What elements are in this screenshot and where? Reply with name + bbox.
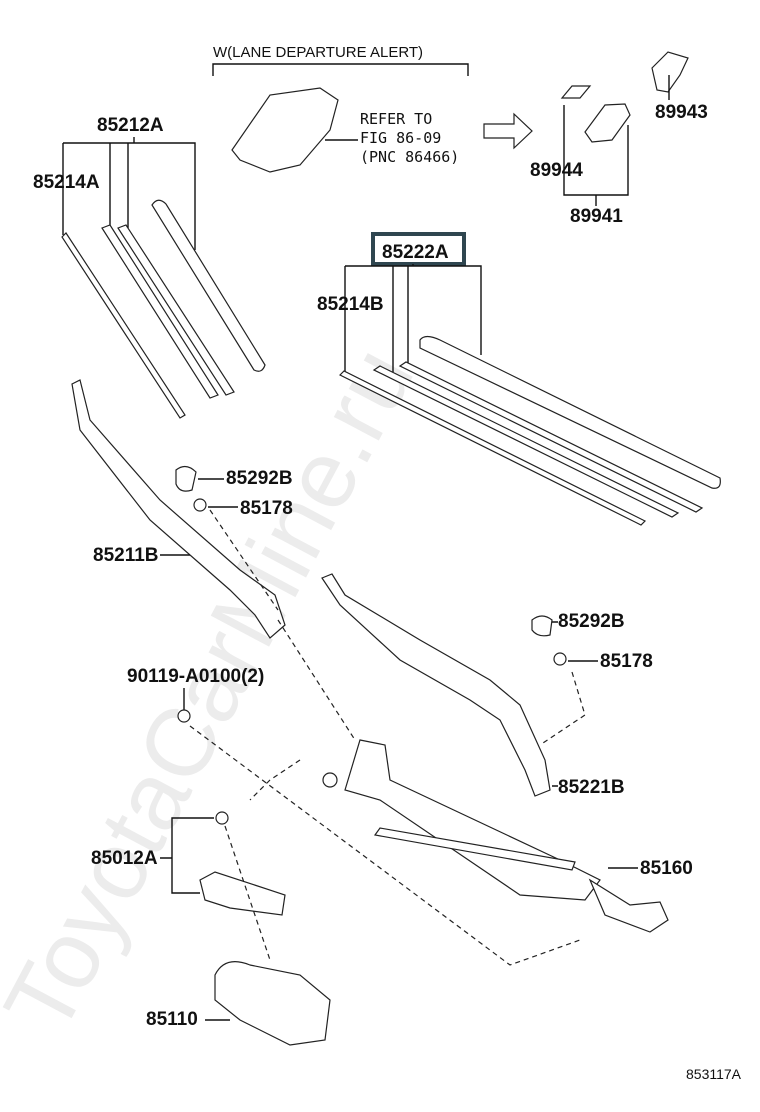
part-85012A-crank [199,871,286,916]
refer-text-1: REFER TO [360,110,432,128]
part-bolt [177,709,191,723]
part-85178-nut [193,498,207,512]
leader-line [160,478,238,556]
label-89943[interactable]: 89943 [655,102,708,123]
part-85160-linkage [344,739,601,901]
label-85214A[interactable]: 85214A [33,172,100,193]
label-85212A[interactable]: 85212A [97,115,164,136]
label-89941[interactable]: 89941 [570,206,623,227]
label-85110[interactable]: 85110 [146,1009,198,1030]
label-85160[interactable]: 85160 [640,858,693,879]
part-bushing [322,772,338,788]
part-89943 [651,51,689,93]
label-85211B[interactable]: 85211B [93,545,159,566]
assembly-guide-line [224,825,271,961]
camera-cover-part [231,87,339,173]
part-85292B-cap [175,465,197,492]
part-85212A-blade [151,199,266,372]
leader-line [563,105,629,206]
part-85178-nut [553,652,567,666]
part-blade-rubber [372,365,680,518]
leader-line [160,817,214,894]
leader-line [344,264,482,372]
figure-id: 853117A [686,1066,742,1082]
label-85292B-left[interactable]: 85292B [226,468,293,489]
part-85110-motor [214,961,331,1046]
leader-line [552,621,598,787]
variant-note: W(LANE DEPARTURE ALERT) [213,44,423,61]
highlight-box [371,232,466,266]
part-85222A-blade [419,335,721,489]
part-linkage-pivot [588,878,669,933]
refer-text-3: (PNC 86466) [360,148,459,166]
arrow-right-icon [483,112,533,150]
label-85292B-right[interactable]: 85292B [558,611,625,632]
label-89944[interactable]: 89944 [530,160,583,181]
label-85012A[interactable]: 85012A [91,848,158,869]
part-link-rod [373,827,576,871]
part-blade-rubber [398,361,704,513]
part-blade-rubber [101,224,219,399]
part-85214A-refill [61,232,186,419]
part-85214B-refill [338,370,647,526]
part-nut [215,811,229,825]
leader-line [62,137,196,250]
part-85221B-arm [321,573,551,797]
label-85214B[interactable]: 85214B [317,294,384,315]
watermark: ToyotaCarMine.ru [0,331,434,1050]
label-85221B[interactable]: 85221B [558,777,625,798]
label-85178-right[interactable]: 85178 [600,651,653,672]
part-85292B-cap [531,615,553,637]
part-85211B-arm [71,379,286,639]
label-90119-A0100[interactable]: 90119-A0100(2) [127,666,264,687]
part-blade-rubber [117,224,235,396]
part-89941 [584,103,631,143]
refer-text-2: FIG 86-09 [360,129,441,147]
label-85222A[interactable]: 85222A [382,242,449,263]
part-89944 [560,85,592,99]
label-85178-left[interactable]: 85178 [240,498,293,519]
assembly-guide-lines [189,509,586,966]
variant-bracket [212,63,469,76]
